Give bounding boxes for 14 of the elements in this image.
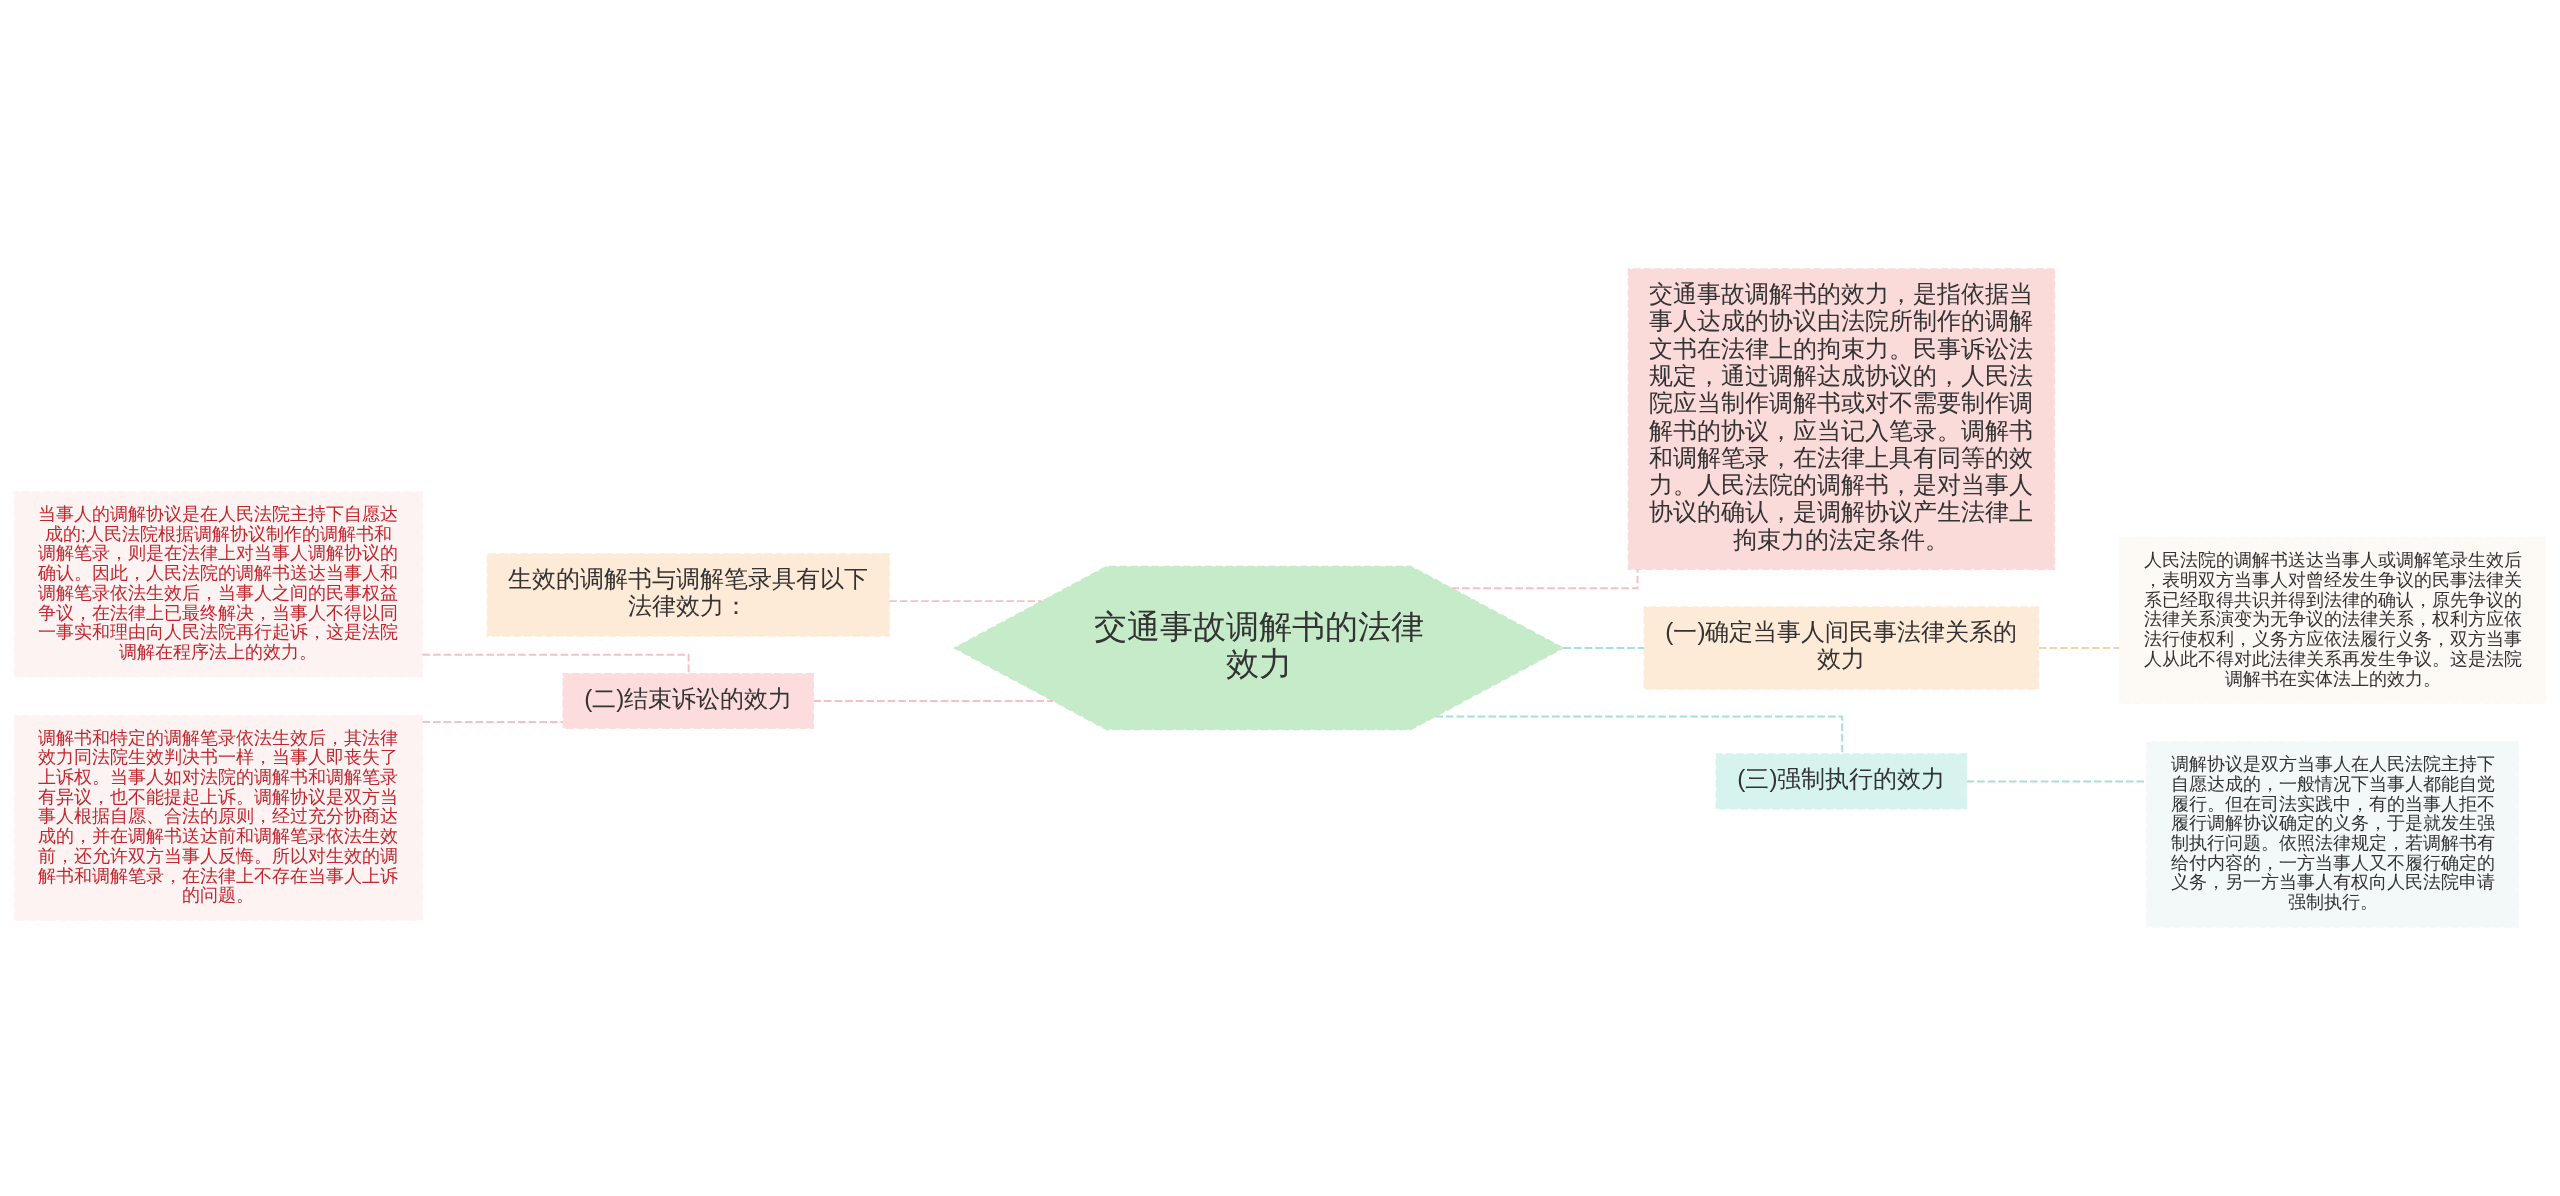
node-box: 调解书和特定的调解笔录依法生效后，其法律效力同法院生效判决书一样，当事人即丧失了上诉权。当事人如对法院的调解书和调解笔录有异议，也不能提起上诉。调解协议是双方当事人根据自愿、合法的原则，经过充分协商达成的，并在调解书送达前和调解笔录依法生效前，还允许双方当事人反悔。所以对生效的调解书和调解笔录，在法律上不存在当事人上诉的问题。 (13, 714, 423, 921)
node-box: 交通事故调解书的效力，是指依据当事人达成的协议由法院所制作的调解文书在法律上的拘束力。民事诉讼法规定，通过调解达成协议的，人民法院应当制作调解书或对不需要制作调解书的协议，应当记入笔录。调解书和调解笔录，在法律上具有同等的效力。人民法院的调解书，是对当事人协议的确认，是调解协议产生法律上拘束力的法定条件。 (1627, 268, 2056, 570)
connector (1434, 715, 1844, 755)
connector (421, 720, 564, 723)
node-box: (二)结束诉讼的效力 (562, 673, 815, 730)
connector (1562, 647, 1646, 649)
node-box: 生效的调解书与调解笔录具有以下法律效力： (486, 553, 890, 637)
connector (888, 600, 1043, 603)
connector (812, 700, 1055, 703)
node-box: (一)确定当事人间民事法律关系的效力 (1643, 606, 2040, 690)
node-box: 当事人的调解协议是在人民法院主持下自愿达成的;人民法院根据调解协议制作的调解书和调解笔录，则是在法律上对当事人调解协议的确认。因此，人民法院的调解书送达当事人和调解笔录依法生效后，当事人之间的民事权益争议，在法律上已最终解决，当事人不得以同一事实和理由向人民法院再行起诉，这是法院调解在程序法上的效力。 (13, 491, 423, 678)
node-box: (三)强制执行的效力 (1715, 753, 1968, 810)
connector (2038, 647, 2121, 649)
node-box: 人民法院的调解书送达当事人或调解笔录生效后，表明双方当事人对曾经发生争议的民事法律关系已经取得共识并得到法律的确认，原先争议的法律关系演变为无争议的法律关系，权利方应依法行使权利，义务方应依法履行义务，双方当事人从此不得对此法律关系再发生争议。这是法院调解书在实体法上的效力。 (2118, 537, 2547, 705)
